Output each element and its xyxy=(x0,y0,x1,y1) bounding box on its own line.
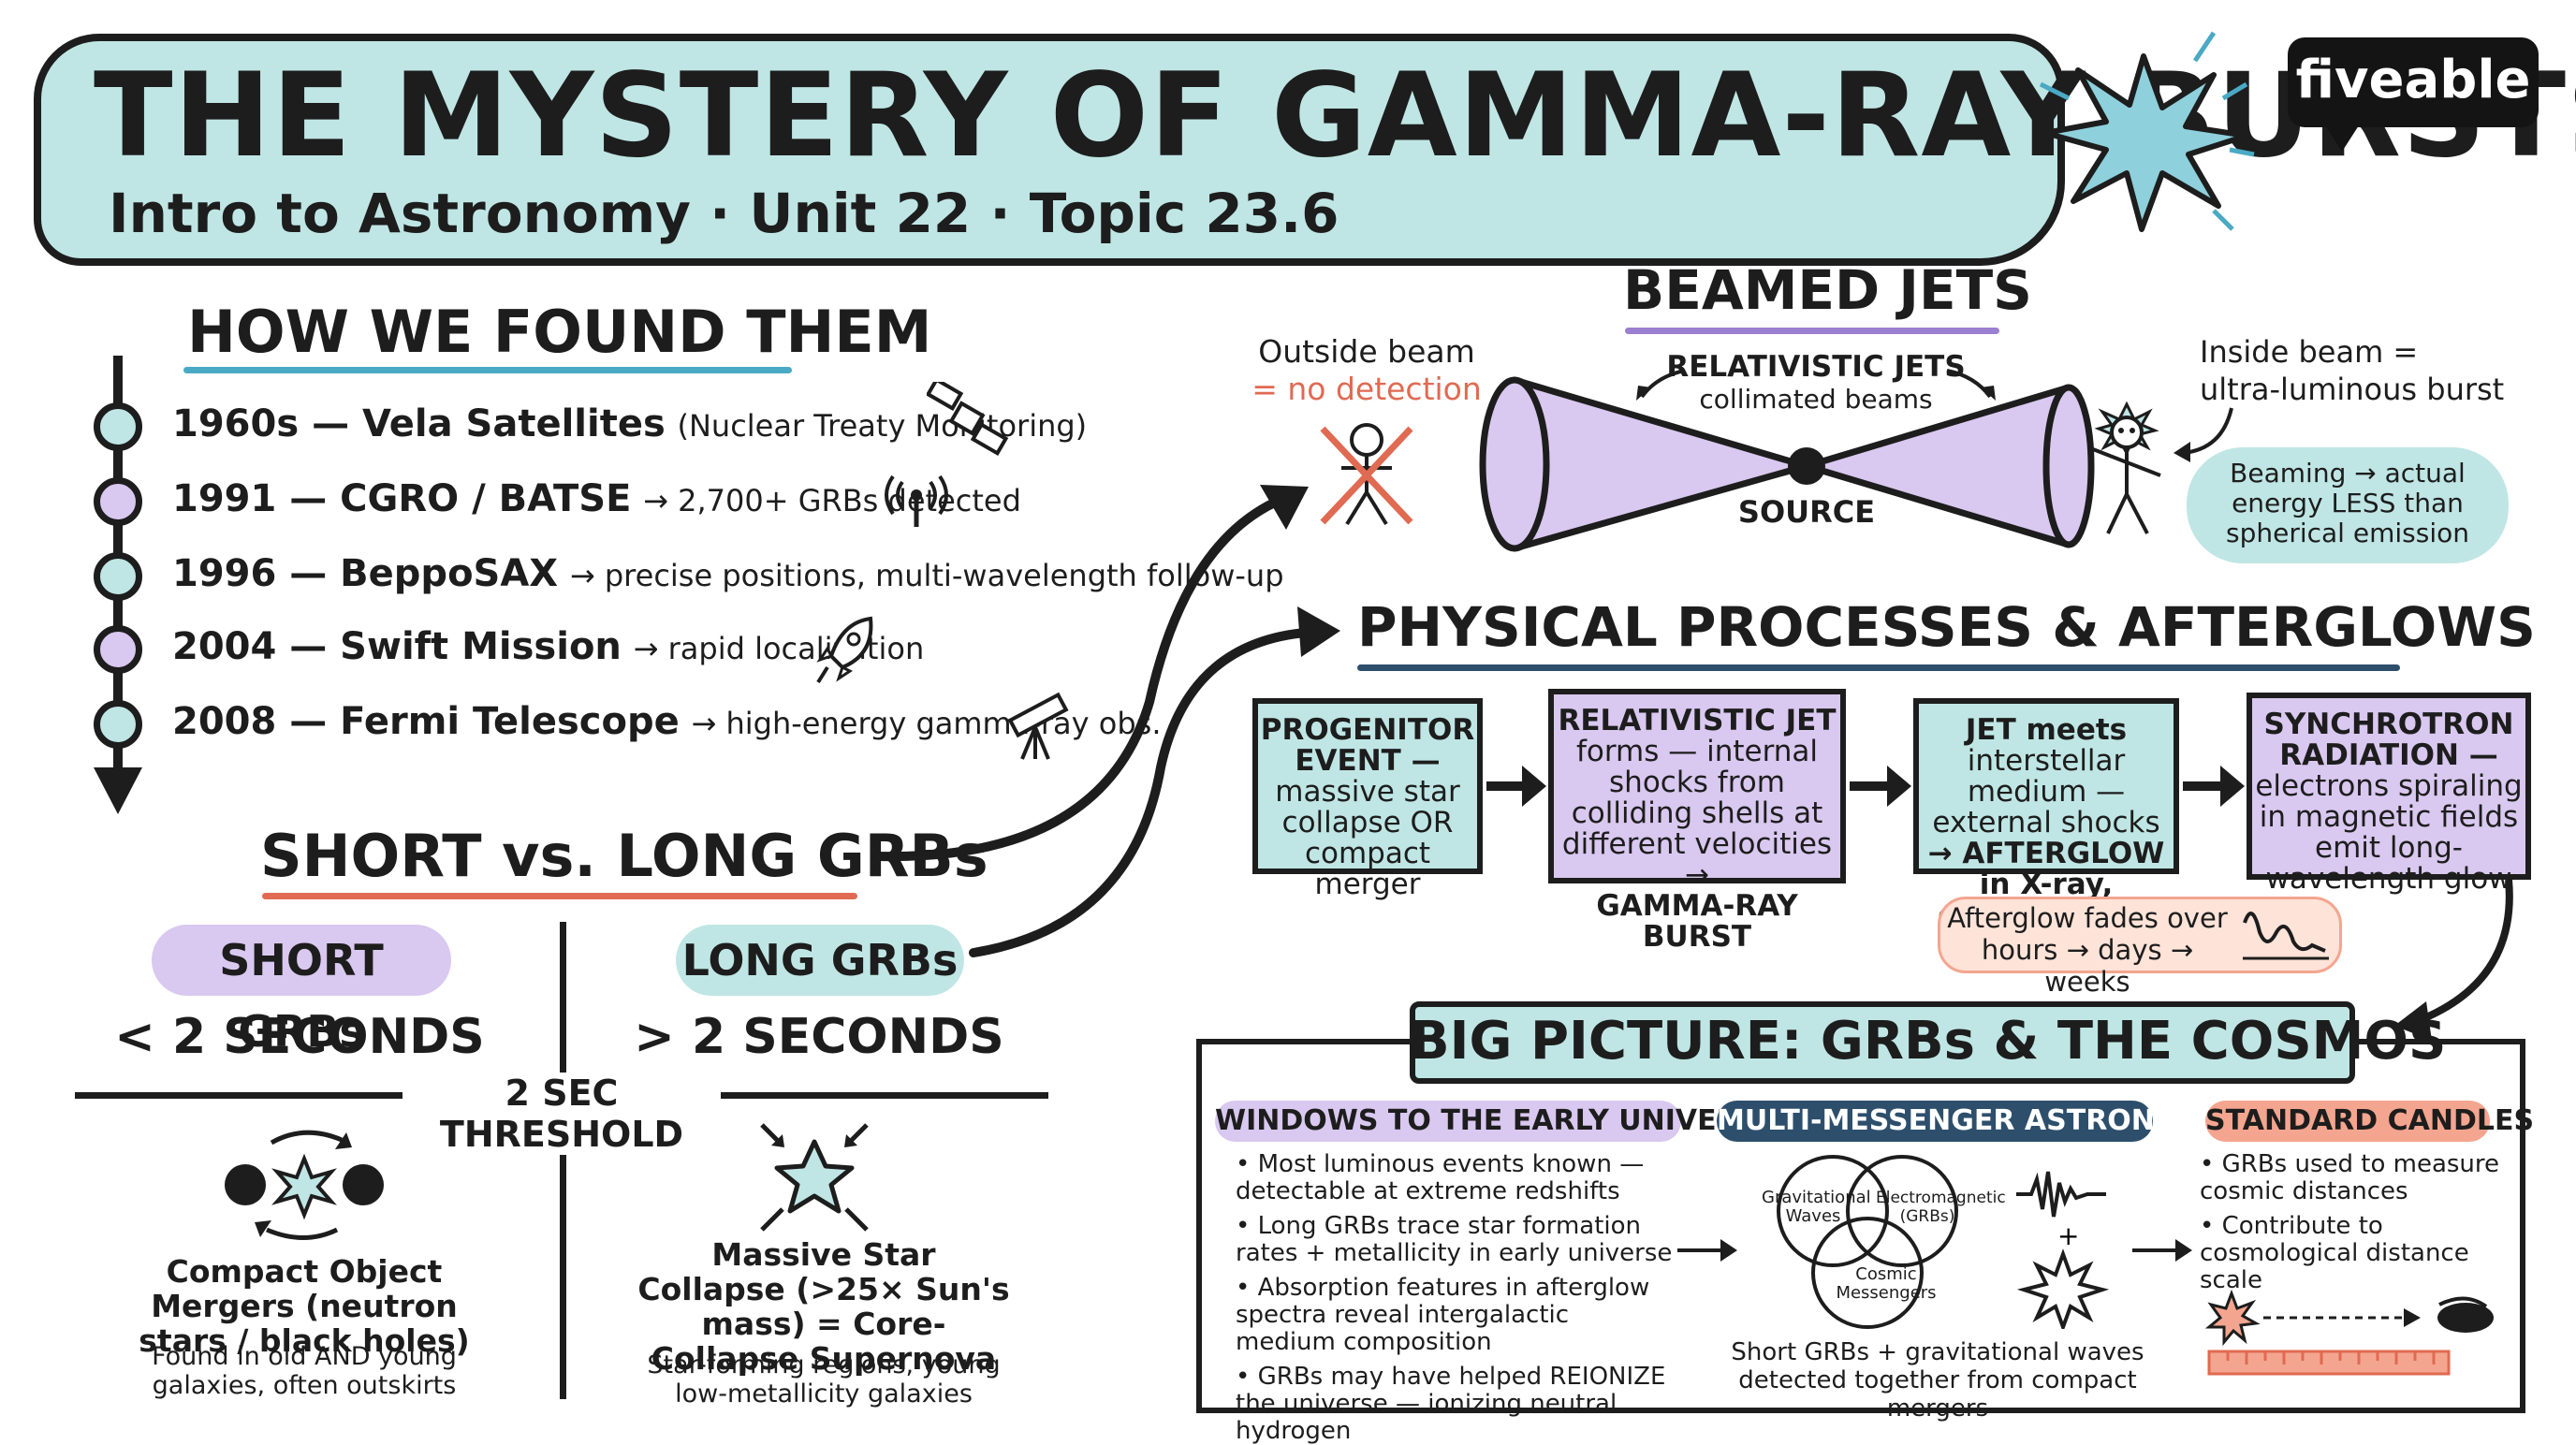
long-cause: Massive Star Collapse (>25× Sun's mass) … xyxy=(637,1236,1010,1377)
timeline-item: 2004 — Swift Mission → rapid localizatio… xyxy=(172,625,925,668)
timeline-dot xyxy=(94,625,142,674)
venn-label: Electromagnetic (GRBs) xyxy=(1876,1189,2006,1226)
timeline-item: 1996 — BeppoSAX → precise positions, mul… xyxy=(172,552,1284,595)
afterglow-text: Afterglow fades over hours → days → week… xyxy=(1947,902,2228,998)
grb-types-underline xyxy=(262,893,857,899)
arrow-to-processes xyxy=(969,606,1340,957)
timeline-dot xyxy=(94,552,142,601)
short-grb-pill: SHORT GRBs xyxy=(152,925,451,1057)
jets-direction-arrows xyxy=(1636,369,1996,401)
flow-arrow xyxy=(2132,1239,2192,1262)
process-arrow xyxy=(1850,766,1911,807)
timeline-dot xyxy=(94,402,142,451)
standard-candles-tag: STANDARD CANDLES xyxy=(2205,1101,2534,1142)
arrow-to-cosmos xyxy=(2394,879,2513,1041)
long-grb-pill: LONG GRBs xyxy=(676,925,964,996)
arrow-to-jets xyxy=(873,485,1309,862)
standard-candles-list: GRBs used to measure cosmic distances Co… xyxy=(2200,1151,2509,1294)
venn-label: Cosmic Messengers xyxy=(1836,1264,1937,1303)
history-underline xyxy=(183,367,792,373)
merger-icon xyxy=(225,1130,384,1240)
processes-underline xyxy=(1357,664,2400,671)
inside-beam-arrow xyxy=(2174,407,2233,462)
list-item: Absorption features in afterglow spectra… xyxy=(1236,1275,1676,1356)
inside-beam-note: Inside beam = ultra-luminous burst xyxy=(2200,334,2505,407)
starburst-icon xyxy=(2039,31,2255,232)
process-arrow xyxy=(2183,766,2245,807)
jets-label: RELATIVISTIC JETS xyxy=(1666,350,1966,384)
multi-messenger-tag: MULTI-MESSENGER ASTRONOMY xyxy=(1717,1101,2227,1142)
jets-sublabel: collimated beams xyxy=(1699,384,1933,415)
collapse-icon xyxy=(760,1123,869,1232)
long-location: Star-forming regions, young low-metallic… xyxy=(647,1350,1001,1409)
list-item: Contribute to cosmological distance scal… xyxy=(2200,1213,2509,1294)
short-cause: Compact Object Mergers (neutron stars / … xyxy=(139,1253,470,1359)
timeline-item: 2008 — Fermi Telescope → high-energy gam… xyxy=(172,700,1162,743)
list-item: Most luminous events known — detectable … xyxy=(1236,1151,1676,1205)
light-curve-icon xyxy=(2243,912,2329,960)
page-subtitle: Intro to Astronomy · Unit 22 · Topic 23.… xyxy=(109,182,1339,245)
early-universe-tag: WINDOWS TO THE EARLY UNIVERSE xyxy=(1215,1101,1778,1142)
multi-messenger-caption: Short GRBs + gravitational waves detecte… xyxy=(1731,1338,2144,1423)
title-banner xyxy=(34,34,2065,266)
history-heading: HOW WE FOUND THEM xyxy=(187,298,932,366)
flow-arrow xyxy=(1677,1239,1737,1262)
processes-heading: PHYSICAL PROCESSES & AFTERGLOWS xyxy=(1357,595,2536,659)
timeline-item: 1991 — CGRO / BATSE → 2,700+ GRBs detect… xyxy=(172,477,1021,520)
jets-heading: BEAMED JETS xyxy=(1623,258,2032,322)
antenna-icon xyxy=(885,474,948,527)
list-item: GRBs used to measure cosmic distances xyxy=(2200,1151,2509,1205)
list-item: GRBs may have helped REIONIZE the univer… xyxy=(1236,1364,1676,1445)
process-arrow xyxy=(1486,766,1546,807)
process-step-synchrotron: SYNCHROTRON RADIATION —electrons spirali… xyxy=(2247,693,2531,895)
cosmos-heading: BIG PICTURE: GRBs & THE COSMOS xyxy=(1410,1011,2447,1072)
timeline-dot xyxy=(94,477,142,526)
telescope-icon xyxy=(1007,692,1069,760)
process-step-progenitor: PROGENITOR EVENT —massive star collapse … xyxy=(1252,698,1483,900)
short-location: Found in oid AND young galaxies, often o… xyxy=(152,1342,457,1400)
distance-ladder-icon xyxy=(2205,1289,2494,1376)
timeline-dot xyxy=(94,700,142,749)
venn-diagram xyxy=(1777,1155,1958,1329)
wave-burst-icon: + xyxy=(2016,1171,2110,1329)
list-item: Long GRBs trace star formation rates + m… xyxy=(1236,1213,1676,1267)
outside-beam-note: Outside beam = no detection xyxy=(1251,333,1482,407)
svg-text:+: + xyxy=(2057,1220,2079,1251)
cosmos-heading-banner xyxy=(1410,1001,2355,1084)
jet-cones-diagram xyxy=(1479,376,2095,552)
beaming-note-bubble: Beaming → actual energy LESS than spheri… xyxy=(2187,447,2509,563)
threshold-divider xyxy=(560,922,566,1399)
timeline-item: 1960s — Vela Satellites (Nuclear Treaty … xyxy=(172,402,1088,445)
stick-figure-outside-icon xyxy=(1320,423,1413,526)
source-label: SOURCE xyxy=(1737,494,1876,530)
venn-label: Gravitational Waves xyxy=(1762,1188,1871,1226)
brand-logo[interactable]: fiveable xyxy=(2288,37,2539,152)
satellite-icon xyxy=(927,382,1009,457)
rocket-icon xyxy=(816,616,873,684)
grb-types-heading: SHORT vs. LONG GRBs xyxy=(260,822,988,890)
threshold-label: 2 SEC THRESHOLD xyxy=(402,1073,721,1155)
early-universe-list: Most luminous events known — detectable … xyxy=(1236,1151,1676,1445)
jets-underline xyxy=(1625,328,1999,334)
long-duration: > 2 SECONDS xyxy=(634,1009,1004,1065)
stick-figure-inside-icon xyxy=(2092,401,2161,534)
short-duration: < 2 SECONDS xyxy=(114,1009,485,1065)
